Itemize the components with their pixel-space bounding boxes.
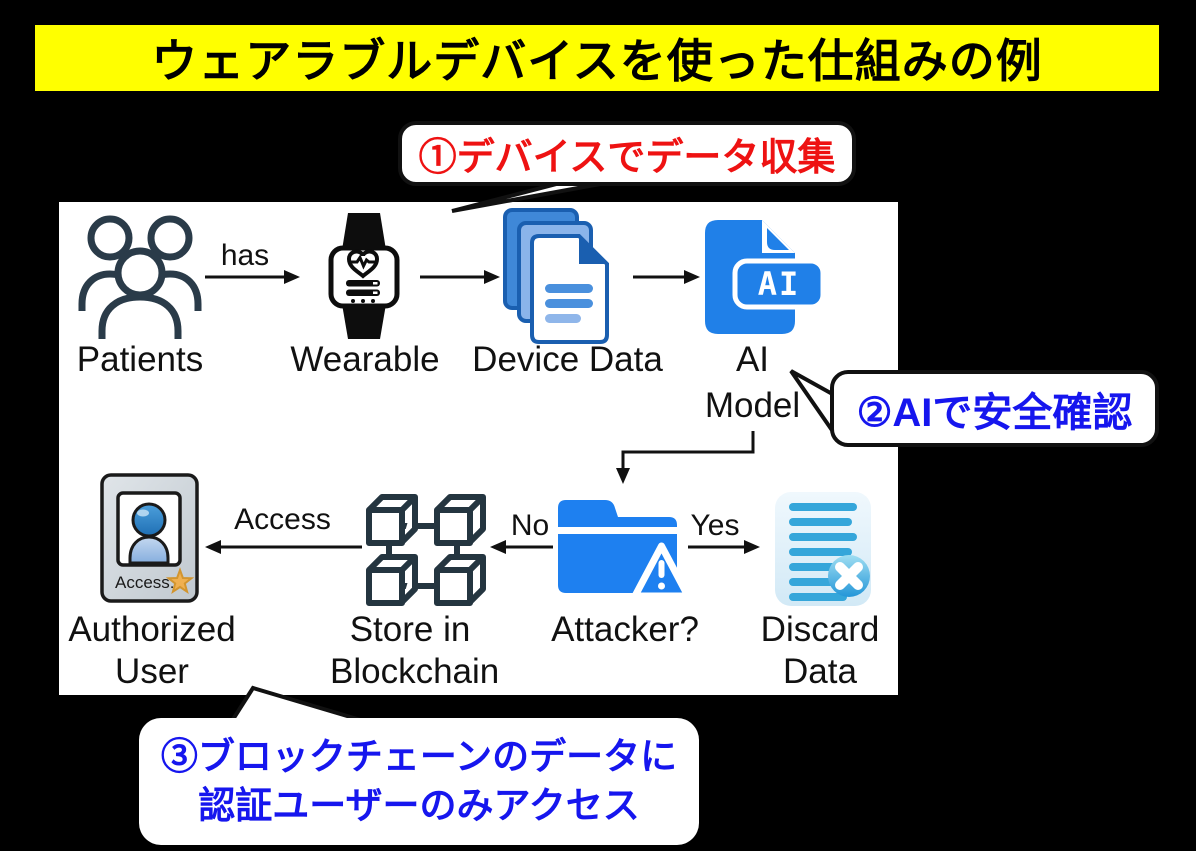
yes-edge-label: Yes — [690, 509, 740, 542]
device-data-label: Device Data — [472, 340, 663, 379]
ai-model-file-icon: AI — [705, 220, 825, 334]
store-in-label: Store in — [349, 610, 471, 649]
has-edge-label: has — [220, 239, 270, 272]
discard-label: Discard — [760, 610, 880, 649]
patients-icon — [78, 215, 202, 339]
flow-arrows — [205, 275, 755, 549]
star-icon — [165, 567, 195, 595]
callout-step3-line2: 認証ユーザーのみアクセス — [198, 784, 640, 826]
wearable-watch-icon — [328, 213, 400, 339]
user-label: User — [115, 652, 189, 691]
patients-label: Patients — [76, 340, 204, 379]
callout-step3-line1: ③ブロックチェーンのデータに — [160, 736, 678, 778]
title-bar: ウェアラブルデバイスを使った仕組みの例 — [35, 25, 1159, 91]
data-label: Data — [783, 652, 857, 691]
callout-step2: ②AIで安全確認 — [830, 370, 1159, 447]
ai-model-label: Model — [704, 386, 801, 425]
attacker-folder-icon — [558, 500, 692, 600]
callout-step1: ①デバイスでデータ収集 — [398, 121, 856, 186]
callout-step1-text: ①デバイスでデータ収集 — [418, 137, 836, 179]
ai-label: AI — [735, 340, 770, 379]
arrow-heads — [205, 270, 760, 554]
callout-step2-text: ②AIで安全確認 — [856, 390, 1133, 435]
attacker-label: Attacker? — [551, 610, 699, 649]
ai-badge-text: AI — [758, 265, 801, 303]
authorized-user-card-icon: Access: — [100, 473, 199, 603]
access-edge-label: Access — [234, 503, 331, 536]
device-data-documents-icon — [503, 208, 609, 344]
callout-step3: ③ブロックチェーンのデータに 認証ユーザーのみアクセス — [139, 718, 699, 845]
blockchain-label: Blockchain — [330, 652, 500, 691]
card-access-label: Access: — [115, 573, 175, 592]
authorized-label: Authorized — [68, 610, 236, 649]
no-edge-label: No — [510, 509, 550, 542]
blockchain-cubes-icon — [366, 494, 486, 606]
discard-data-icon — [775, 492, 871, 606]
page-title: ウェアラブルデバイスを使った仕組みの例 — [151, 35, 1043, 87]
wearable-label: Wearable — [290, 340, 440, 379]
